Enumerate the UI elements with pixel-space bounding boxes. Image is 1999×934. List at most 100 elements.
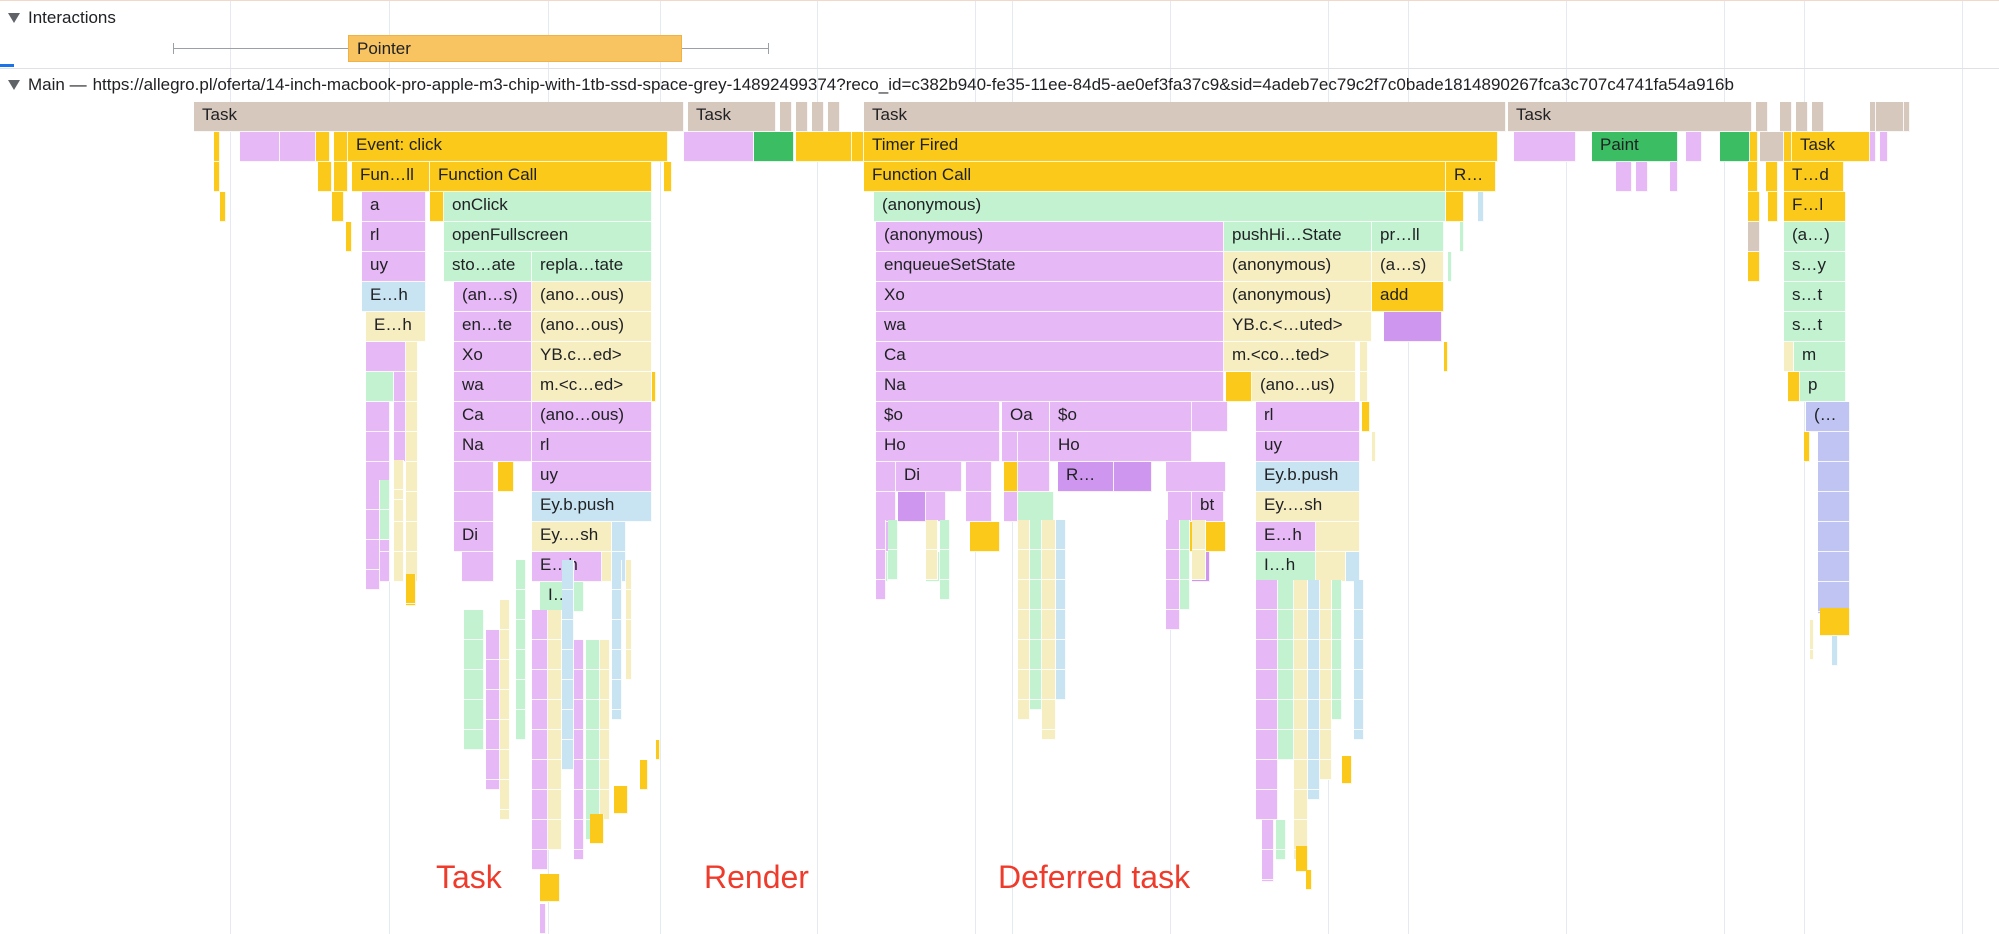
flame-bar-frame[interactable]	[516, 590, 526, 620]
flame-bar-frame[interactable]: m.<c…ed>	[532, 372, 652, 402]
flame-bar-event[interactable]	[1514, 132, 1576, 162]
flame-bar-frame[interactable]	[464, 730, 484, 750]
flame-bar-frame[interactable]	[1018, 432, 1050, 462]
flame-bar-call[interactable]	[318, 162, 332, 192]
flame-bar-frame[interactable]	[394, 402, 406, 432]
flame-bar-function-call[interactable]: Function Call	[864, 162, 1446, 192]
flame-bar-frame[interactable]	[406, 432, 418, 462]
flame-bar-call[interactable]	[652, 372, 656, 402]
flame-bar-frame[interactable]	[586, 670, 600, 700]
flame-bar-frame[interactable]	[366, 402, 390, 432]
flame-bar-frame[interactable]	[548, 700, 562, 730]
flame-bar-call[interactable]	[430, 192, 444, 222]
flame-bar-event[interactable]	[684, 132, 754, 162]
flame-bar-frame[interactable]	[590, 814, 604, 844]
flame-bar-frame[interactable]	[626, 650, 632, 680]
flame-bar-frame[interactable]	[1354, 700, 1364, 730]
flame-bar-frame[interactable]	[366, 540, 380, 570]
flame-bar-frame[interactable]	[406, 604, 416, 606]
flame-bar-frame[interactable]: s…t	[1784, 312, 1846, 342]
flame-bar-task[interactable]	[1904, 102, 1910, 132]
flame-bar-frame[interactable]	[1294, 730, 1308, 760]
flame-bar-frame[interactable]	[1168, 492, 1192, 522]
flame-bar-frame[interactable]	[394, 432, 406, 462]
flame-bar-call[interactable]	[1784, 342, 1794, 372]
flame-bar-frame[interactable]	[600, 700, 610, 730]
flame-bar-call[interactable]	[1766, 162, 1778, 192]
flame-bar-frame[interactable]	[562, 620, 574, 650]
flame-bar-frame[interactable]	[532, 640, 548, 670]
flame-bar-frame[interactable]: uy	[1256, 432, 1360, 462]
flame-bar-call[interactable]	[970, 522, 1000, 552]
flame-bar-frame[interactable]	[1030, 520, 1042, 550]
flame-bar-frame[interactable]	[454, 462, 494, 492]
flame-bar-frame[interactable]: uy	[532, 462, 652, 492]
flame-bar-frame[interactable]	[500, 660, 510, 690]
flame-bar-frame[interactable]	[394, 460, 404, 490]
flame-bar-frame[interactable]	[500, 810, 510, 820]
flame-bar-frame[interactable]	[612, 680, 622, 710]
flame-bar-frame[interactable]	[540, 874, 560, 902]
flame-bar-frame[interactable]	[486, 780, 500, 790]
flame-bar-frame[interactable]: E…h	[366, 312, 426, 342]
flame-bar-call[interactable]	[214, 162, 220, 192]
flame-bar-frame[interactable]	[656, 740, 660, 760]
flame-bar-frame[interactable]	[500, 630, 510, 660]
flame-bar-frame[interactable]	[1256, 580, 1278, 610]
flame-bar-frame[interactable]	[1308, 700, 1320, 730]
flame-bar-frame[interactable]	[926, 492, 946, 522]
flame-bar-event[interactable]	[1750, 132, 1758, 162]
flame-bar-call[interactable]	[1448, 252, 1452, 282]
flame-bar-frame[interactable]: pushHi…State	[1224, 222, 1372, 252]
flame-bar-frame[interactable]	[548, 670, 562, 700]
flame-bar-task[interactable]: Task	[688, 102, 776, 132]
flame-bar-frame[interactable]	[1018, 520, 1030, 550]
flame-bar-frame[interactable]: uy	[362, 252, 426, 282]
flame-bar-frame[interactable]	[1018, 670, 1030, 700]
flame-bar-frame[interactable]	[1320, 670, 1332, 700]
flame-bar-frame[interactable]	[600, 730, 610, 760]
flame-bar-frame[interactable]: m.<co…ted>	[1224, 342, 1356, 372]
flame-bar-frame[interactable]	[1278, 640, 1294, 670]
flame-bar-frame[interactable]	[612, 560, 622, 590]
flame-bar-task[interactable]	[796, 102, 808, 132]
flame-bar-function-call[interactable]: R…	[1446, 162, 1496, 192]
flame-bar-frame[interactable]	[574, 850, 584, 860]
flame-bar-frame[interactable]	[1166, 520, 1180, 550]
flame-bar-frame[interactable]	[548, 730, 562, 760]
flame-bar-task[interactable]	[1780, 102, 1792, 132]
flame-bar-open-fullscreen[interactable]: openFullscreen	[444, 222, 652, 252]
flame-bar-frame[interactable]	[574, 820, 584, 850]
flame-bar-frame[interactable]	[1256, 610, 1278, 640]
flame-bar-frame[interactable]	[898, 492, 926, 522]
flame-bar-task[interactable]: Task	[1508, 102, 1752, 132]
flame-bar-event[interactable]	[1720, 132, 1750, 162]
flame-bar-frame[interactable]	[1810, 650, 1814, 660]
flame-bar-frame[interactable]	[888, 550, 898, 580]
flame-bar-frame[interactable]	[394, 492, 404, 522]
flame-bar-frame[interactable]	[1056, 610, 1066, 640]
flame-bar-frame[interactable]: I…h	[1256, 552, 1316, 582]
flame-bar-frame[interactable]	[926, 520, 938, 550]
flame-bar-frame[interactable]	[1042, 520, 1056, 550]
flame-bar-frame[interactable]	[1320, 610, 1332, 640]
flame-bar-frame[interactable]: p	[1800, 372, 1846, 402]
flame-bar-frame[interactable]	[626, 560, 632, 590]
flame-bar-frame[interactable]	[548, 610, 562, 640]
flame-bar-frame[interactable]	[1384, 312, 1442, 342]
expand-triangle-icon[interactable]	[8, 80, 20, 90]
flame-bar-frame[interactable]	[394, 372, 406, 402]
flame-bar-call[interactable]	[1768, 192, 1778, 222]
flame-bar-frame[interactable]: Di	[454, 522, 494, 552]
flame-bar-frame[interactable]	[1192, 520, 1206, 550]
flame-bar-frame[interactable]	[1042, 730, 1056, 740]
flame-bar-frame[interactable]	[532, 820, 548, 850]
flame-bar-frame[interactable]	[394, 490, 404, 500]
flame-bar-frame[interactable]	[464, 670, 484, 700]
flame-bar-frame[interactable]	[1180, 550, 1190, 580]
flame-bar-frame[interactable]: Xo	[876, 282, 1224, 312]
flame-bar-call[interactable]	[1616, 162, 1632, 192]
interaction-pointer[interactable]: Pointer	[348, 35, 682, 62]
flame-bar-frame[interactable]	[486, 660, 500, 690]
flame-bar-frame[interactable]	[406, 522, 418, 552]
